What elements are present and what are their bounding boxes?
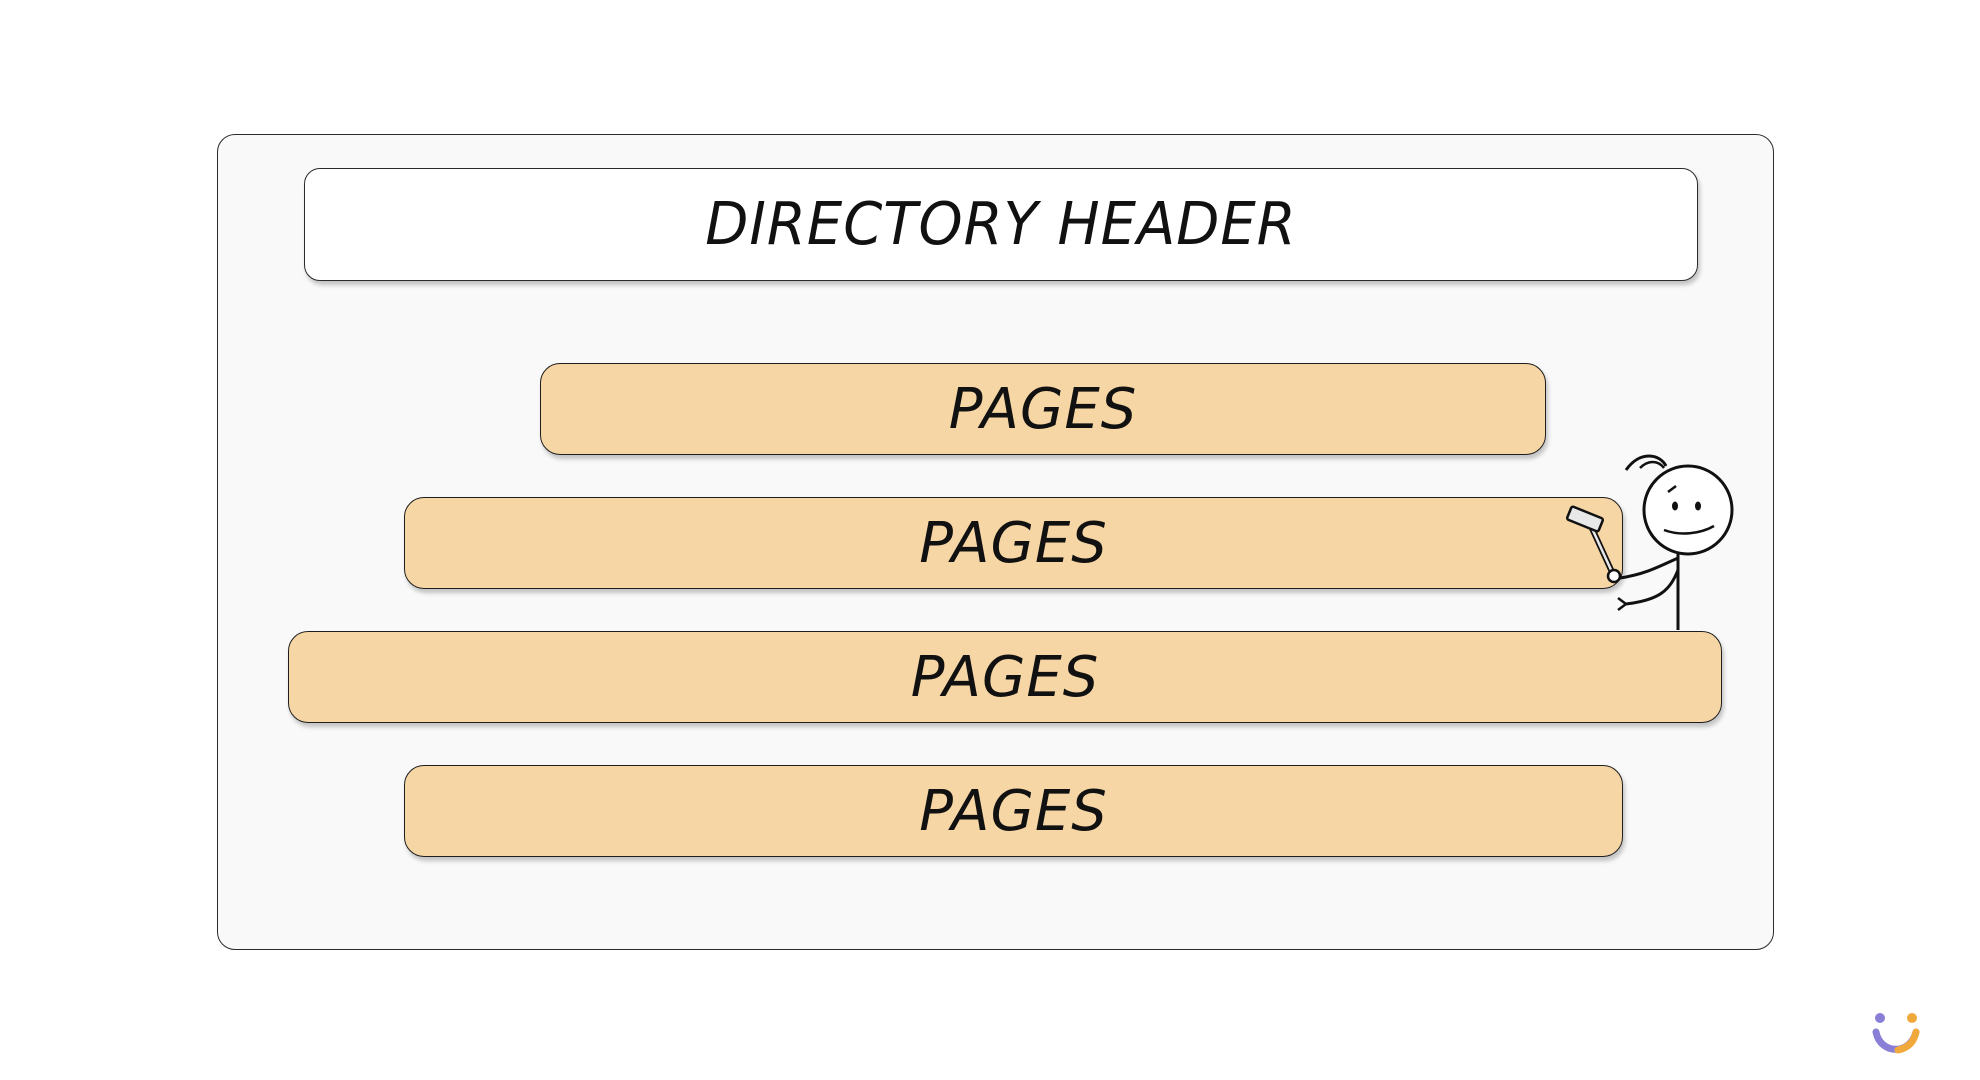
pages-bar-1: PAGES (540, 363, 1546, 455)
pages-label: PAGES (948, 376, 1138, 442)
pages-label: PAGES (919, 778, 1108, 844)
brand-logo-icon (1872, 1013, 1920, 1054)
pages-bar-4: PAGES (404, 765, 1623, 857)
directory-header-box: DIRECTORY HEADER (304, 168, 1698, 281)
pages-label: PAGES (919, 510, 1108, 576)
directory-header-label: DIRECTORY HEADER (705, 190, 1297, 259)
pages-label: PAGES (910, 644, 1100, 710)
stick-figure-with-hammer-icon (1565, 454, 1734, 630)
pages-bar-3: PAGES (288, 631, 1722, 723)
pages-bar-2: PAGES (404, 497, 1623, 589)
